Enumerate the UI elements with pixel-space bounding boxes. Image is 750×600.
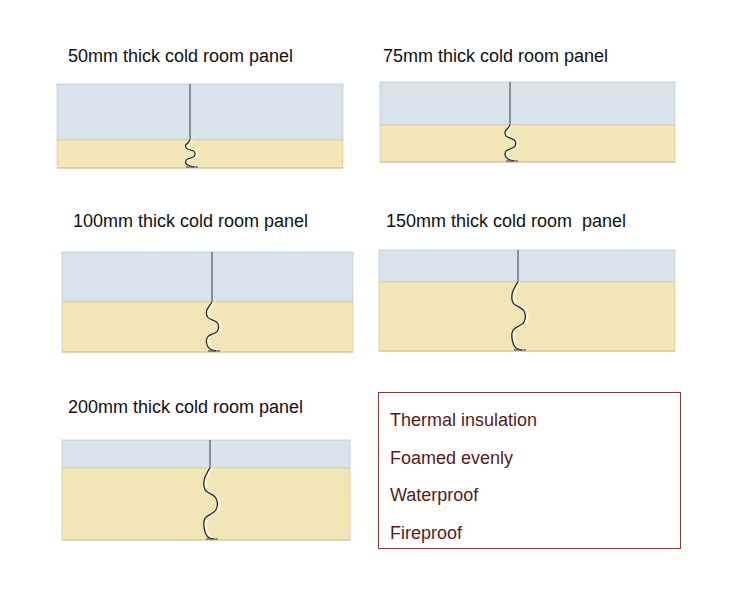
panel-seam [212,252,213,302]
bottom-skin [57,167,343,168]
panel-title: 150mm thick cold room panel [386,210,626,232]
tongue-groove-joint [505,125,516,161]
pu-foam-core [380,125,675,162]
pu-foam-core [62,468,350,540]
panel-section [380,82,675,162]
panel-section [379,250,675,351]
bottom-skin [380,161,675,162]
feature-item: Waterproof [390,484,478,506]
tongue-groove-joint [186,140,195,167]
joint-foot [186,166,198,167]
panel-seam [210,440,211,468]
panel-seam [510,82,511,125]
joint-foot [506,160,518,161]
joint-foot [514,349,526,350]
tongue-groove-joint [204,468,217,539]
feature-checklist: Thermal insulationFoamed evenlyWaterproo… [378,392,681,549]
panel-section [62,252,353,352]
steel-skin [57,84,343,140]
pu-foam-core [379,282,675,351]
pu-foam-core [62,302,353,352]
bottom-skin [62,351,353,352]
joint-foot [206,538,218,539]
feature-item: Fireproof [390,522,462,544]
joint-foot [208,350,220,351]
steel-skin [380,82,675,125]
steel-skin [62,440,350,468]
panel-section [62,440,350,540]
steel-skin [379,250,675,282]
feature-item: Thermal insulation [390,409,537,431]
pu-foam-core [57,140,343,168]
panel-section [57,84,343,168]
panel-title: 50mm thick cold room panel [68,45,293,67]
feature-item: Foamed evenly [390,447,513,469]
panel-seam [518,250,519,282]
panel-title: 200mm thick cold room panel [68,396,303,418]
tongue-groove-joint [206,302,218,351]
steel-skin [62,252,353,302]
tongue-groove-joint [512,282,525,350]
bottom-skin [62,539,350,540]
bottom-skin [379,350,675,351]
panel-title: 100mm thick cold room panel [73,210,308,232]
panel-title: 75mm thick cold room panel [383,45,608,67]
panel-seam [190,84,191,140]
